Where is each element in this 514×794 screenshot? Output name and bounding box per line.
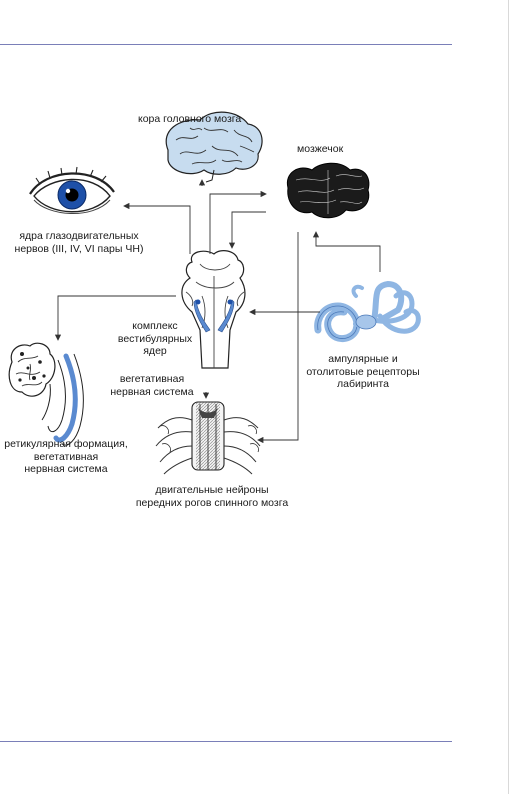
labyrinth-illustration [314, 280, 421, 342]
label-reticular-line-2: вегетативная [33, 450, 99, 463]
reticular-formation-illustration [8, 342, 84, 446]
eye-illustration [29, 166, 115, 214]
label-reticular-formation: ретикулярная формация, вегетативная нерв… [2, 438, 130, 476]
label-motor-line-1: двигательные нейроны [155, 484, 269, 496]
label-oculomotor-line-2: нервов (III, IV, VI пары ЧН) [14, 242, 144, 255]
label-vestibular-line-3: ядер [143, 345, 167, 357]
bottom-rule [0, 741, 452, 742]
label-receptors-line-1: ампулярные и [328, 353, 398, 365]
label-autonomic-line-2: нервная система [110, 385, 194, 398]
label-vestibular-complex: комплекс вестибулярных ядер [112, 320, 198, 358]
spinal-cord-illustration [155, 401, 261, 475]
label-oculomotor-nuclei: ядра глазодвигательных нервов (III, IV, … [4, 230, 154, 255]
label-vestibular-line-2: вестибулярных [117, 332, 193, 345]
label-autonomic-system: вегетативная нервная система [102, 373, 202, 398]
top-rule [0, 44, 452, 45]
label-oculomotor-line-1: ядра глазодвигательных [19, 230, 139, 242]
page-edge [508, 0, 509, 794]
label-autonomic-line-1: вегетативная [119, 373, 185, 385]
brainstem-illustration [181, 250, 246, 369]
label-labyrinth-receptors: ампулярные и отолитовые рецепторы лабири… [288, 353, 438, 391]
pathway-arrows [54, 179, 381, 444]
label-motor-line-2: передних рогов спинного мозга [135, 496, 289, 509]
label-reticular-line-3: нервная система [24, 463, 108, 475]
label-vestibular-line-1: комплекс [132, 320, 178, 332]
label-cerebellum: мозжечок [297, 143, 344, 155]
brain-cortex-illustration [165, 111, 263, 183]
label-motor-neurons: двигательные нейроны передних рогов спин… [114, 484, 310, 509]
label-reticular-line-1: ретикулярная формация, [4, 438, 128, 450]
label-receptors-line-2: отолитовые рецепторы [306, 365, 420, 378]
cerebellum-illustration [286, 162, 370, 219]
label-cortex: кора головного мозга [138, 113, 242, 125]
label-receptors-line-3: лабиринта [337, 378, 389, 390]
